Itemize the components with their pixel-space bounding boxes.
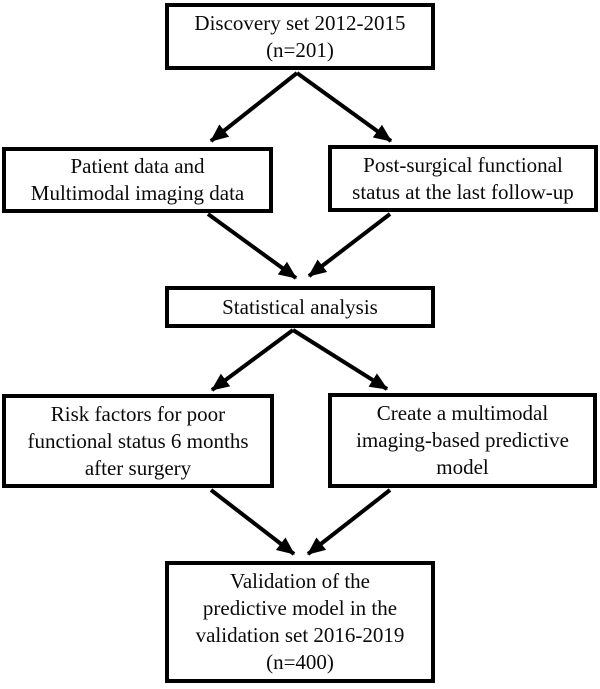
node-create-predictive-model: Create a multimodal imaging-based predic… xyxy=(328,393,597,488)
node-statistical-analysis-label: Statistical analysis xyxy=(222,294,378,319)
node-patient-data: Patient data and Multimodal imaging data xyxy=(2,147,273,213)
arrow-discovery-to-patient-data xyxy=(209,71,299,143)
node-risk-factors-label: Risk factors for poor functional status … xyxy=(27,401,249,480)
arrow-statistical-to-create-model xyxy=(291,328,389,391)
node-discovery-set: Discovery set 2012-2015 (n=201) xyxy=(165,3,435,70)
node-post-surgical-status-label: Post-surgical functional status at the l… xyxy=(352,152,574,204)
node-discovery-set-label: Discovery set 2012-2015 (n=201) xyxy=(194,10,406,62)
arrow-post-surgical-to-statistical xyxy=(307,212,392,278)
arrow-discovery-to-post-surgical xyxy=(295,71,393,143)
node-validation-label: Validation of the predictive model in th… xyxy=(195,569,405,674)
arrow-statistical-to-risk-factors xyxy=(210,328,295,392)
node-risk-factors: Risk factors for poor functional status … xyxy=(2,394,274,488)
node-statistical-analysis: Statistical analysis xyxy=(165,286,435,328)
node-post-surgical-status: Post-surgical functional status at the l… xyxy=(328,145,598,212)
arrow-create-model-to-validation xyxy=(306,488,392,556)
node-create-predictive-model-label: Create a multimodal imaging-based predic… xyxy=(356,401,569,479)
node-patient-data-label: Patient data and Multimodal imaging data xyxy=(30,154,245,205)
arrow-risk-factors-to-validation xyxy=(209,488,296,556)
node-validation: Validation of the predictive model in th… xyxy=(165,561,435,683)
arrow-patient-data-to-statistical xyxy=(206,212,298,280)
